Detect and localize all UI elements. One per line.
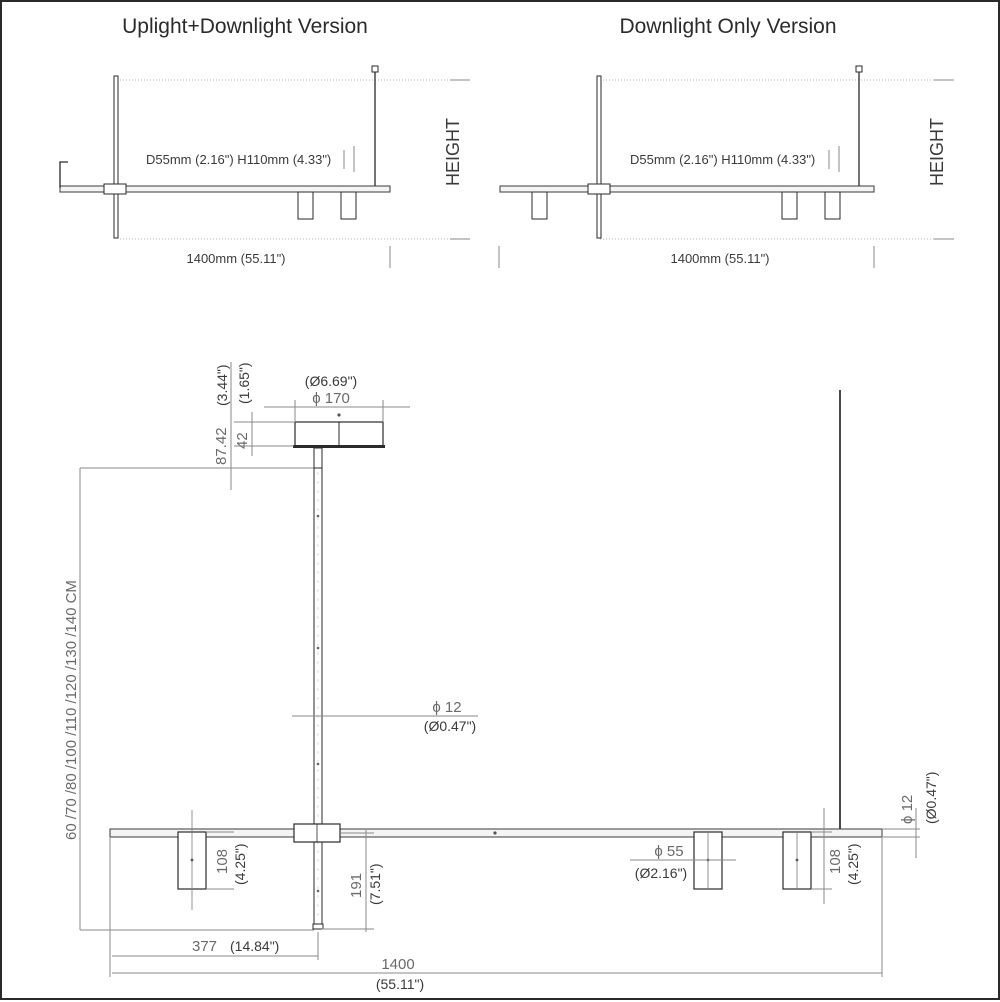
shade-right-center: [795, 858, 799, 862]
stem-joint-mark: [316, 889, 320, 893]
bar-dia-mm: ϕ 12: [899, 795, 916, 824]
bar-center-mark: [493, 831, 497, 835]
canopy-total-mm: 87.42: [213, 427, 230, 465]
shade-spec-label: D55mm (2.16") H110mm (4.33"): [630, 152, 815, 167]
vertical-stem: [113, 75, 119, 239]
stem-below-mm: 191: [348, 873, 365, 898]
stem-dia-inch: (Ø0.47"): [424, 718, 476, 734]
detail-drawing: (Ø6.69") ϕ 170 42 (1.65") 87.42 (3.44") …: [63, 362, 939, 992]
shade-3: [824, 191, 841, 220]
horizontal-bar: [499, 185, 875, 193]
shade-2: [340, 191, 357, 220]
canopy-height-inch: (1.65"): [236, 362, 252, 404]
cable-anchor: [855, 65, 863, 73]
stem-dia-mm: ϕ 12: [432, 699, 461, 716]
downlight-only-title: Downlight Only Version: [619, 15, 836, 38]
stem-joint-mark: [316, 514, 320, 518]
downlight-only-view: Downlight Only Version D55mm (2.16") H11…: [498, 15, 954, 268]
drop-heights-label: 60 /70 /80 /100 /110 /120 /130 /140 CM: [63, 580, 80, 840]
vertical-stem: [596, 75, 602, 239]
offset-inch: (14.84"): [230, 938, 279, 954]
offset-mm: 377: [192, 938, 217, 955]
stem-joint-mark: [316, 646, 320, 650]
length-label: 1400mm (55.11"): [670, 251, 769, 266]
shade-1: [297, 191, 314, 220]
height-label: HEIGHT: [927, 118, 947, 186]
canopy-collar: [313, 447, 323, 469]
height-label: HEIGHT: [443, 118, 463, 186]
horizontal-bar: [59, 185, 391, 193]
bar-dia-inch: (Ø0.47"): [923, 772, 939, 824]
uplight-downlight-title: Uplight+Downlight Version: [122, 15, 368, 38]
total-length-inch: (55.11"): [376, 976, 424, 992]
uplight-downlight-view: Uplight+Downlight Version D55mm (2.16") …: [59, 15, 470, 268]
length-label: 1400mm (55.11"): [186, 251, 285, 266]
canopy-dia-mm: ϕ 170: [312, 390, 350, 407]
shade-right-height-inch: (4.25"): [845, 843, 861, 885]
shade-left-height-mm: 108: [214, 849, 231, 874]
shade-dia-inch: (Ø2.16"): [635, 865, 687, 881]
shade-1: [531, 191, 548, 220]
center-joint: [587, 183, 611, 195]
shade-dia-mm: ϕ 55: [654, 843, 683, 860]
stem-joint-mark: [316, 762, 320, 766]
total-length-mm: 1400: [381, 956, 414, 973]
shade-spec-label: D55mm (2.16") H110mm (4.33"): [146, 152, 331, 167]
shade-2: [781, 191, 798, 220]
shade-left-height-inch: (4.25"): [232, 843, 248, 885]
shade-right-height-mm: 108: [827, 849, 844, 874]
canopy-base: [293, 445, 385, 448]
shade-left-center: [190, 858, 194, 862]
stem-below-inch: (7.51"): [367, 863, 383, 905]
canopy-dia-inch: (Ø6.69"): [305, 373, 357, 389]
canopy-height-mm: 42: [234, 432, 251, 449]
stem-end-cap: [312, 923, 324, 930]
center-joint: [103, 183, 127, 195]
cable-anchor: [371, 65, 379, 73]
canopy-center-mark: [337, 413, 341, 417]
canopy-total-inch: (3.44"): [214, 364, 230, 406]
end-hook: [59, 161, 68, 188]
